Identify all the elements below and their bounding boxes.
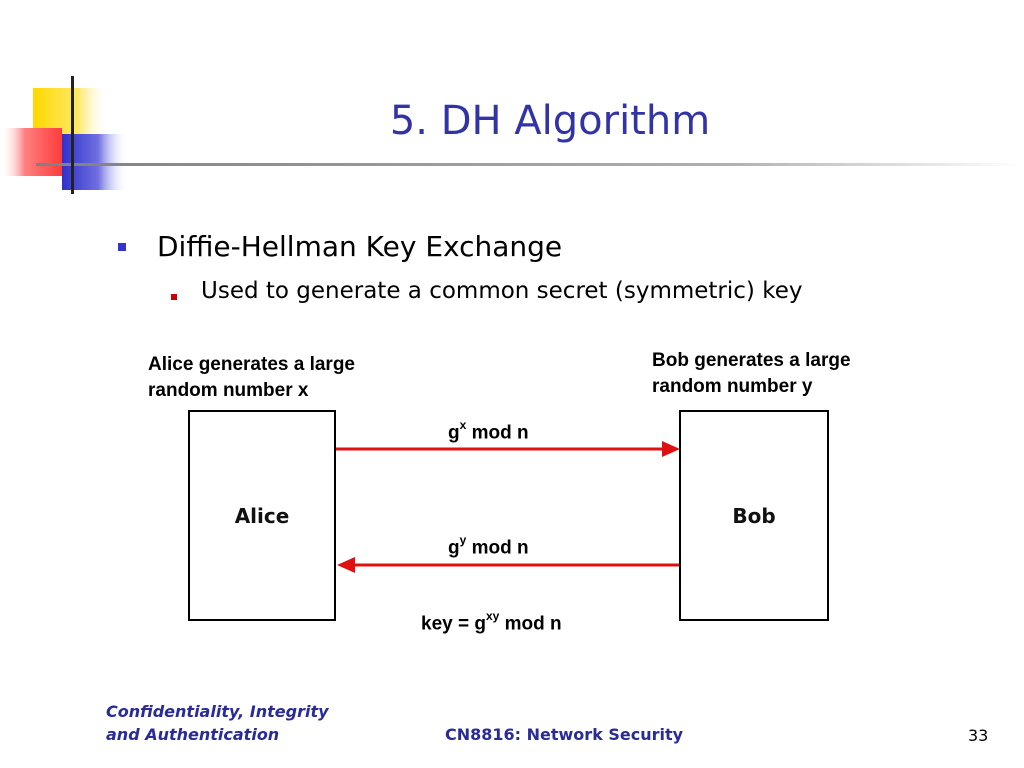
bob-note-line-1: Bob generates a large [652,350,851,371]
deco-red-square [0,128,62,176]
arrowhead-left [337,557,355,573]
key-base: key = g [421,613,486,635]
alice-note-line-2: random number x [148,380,309,401]
title-rule [36,163,1024,166]
alice-note-line-1: Alice generates a large [148,354,355,375]
footer-course-name: CN8816: Network Security [445,725,684,744]
key-rest: mod n [499,613,562,635]
msg2-base: g [448,537,460,559]
bob-note: Bob generates a large random number y [652,348,851,400]
bullet-square-icon [118,243,126,251]
slide-number: 33 [968,726,989,745]
msg2-exponent: y [459,533,467,547]
footer-left-line-1: Confidentiality, Integrity [106,702,329,721]
key-exponent: xy [485,609,500,623]
msg1-rest: mod n [466,422,529,444]
shared-key-formula: key = gxy mod n [421,609,562,635]
bob-note-line-2: random number y [652,376,813,397]
bullet-level-1: Diffie-Hellman Key Exchange [157,230,563,263]
alice-note: Alice generates a large random number x [148,352,355,404]
sub-bullet-square-icon [171,294,177,300]
bullet-level-2: Used to generate a common secret (symmet… [201,278,803,304]
message-alice-to-bob: gx mod n [448,418,529,444]
deco-vertical-line [71,76,74,194]
footer-course-topic: Confidentiality, Integrity and Authentic… [106,700,329,746]
slide-title: 5. DH Algorithm [389,98,711,144]
arrowhead-right [662,441,680,457]
msg1-exponent: x [459,418,467,432]
corner-decoration [0,76,1024,194]
bob-label: Bob [732,503,776,528]
footer-left-line-2: and Authentication [106,725,280,744]
msg1-base: g [448,422,460,444]
alice-label: Alice [234,503,290,528]
msg2-rest: mod n [466,537,529,559]
alice-box: Alice [188,410,336,621]
message-bob-to-alice: gy mod n [448,533,529,559]
bob-box: Bob [679,410,829,621]
